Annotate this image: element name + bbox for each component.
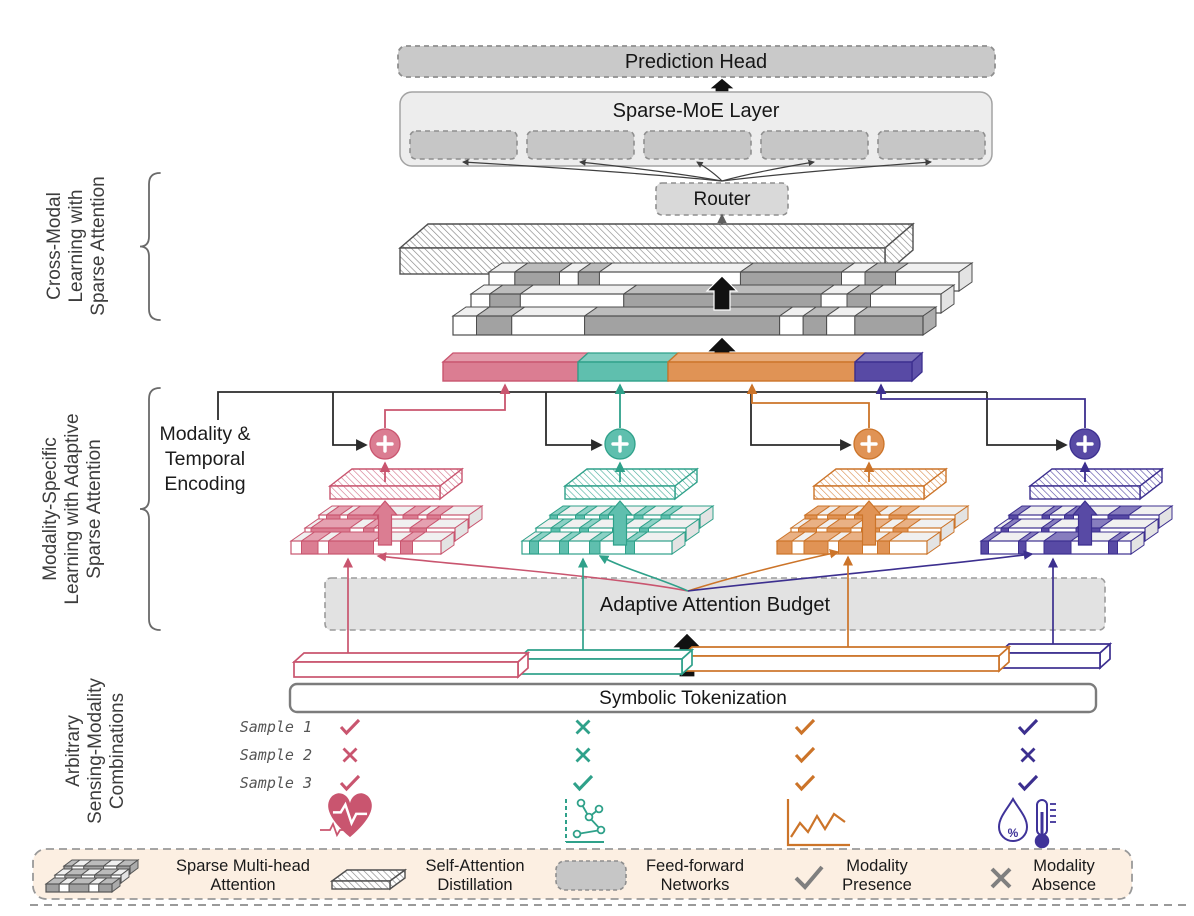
svg-text:Distillation: Distillation [437, 876, 512, 894]
absence-x-icon [1020, 747, 1036, 763]
line-chart-icon [786, 799, 850, 847]
presence-check-icon [1017, 718, 1039, 736]
svg-text:Sensing-Modality: Sensing-Modality [85, 678, 106, 824]
plus-icon [376, 435, 394, 453]
svg-text:Presence: Presence [842, 876, 912, 894]
sample-1-label: Sample 1 [240, 718, 312, 736]
svg-text:Learning with Adaptive: Learning with Adaptive [62, 413, 83, 604]
svg-text:Modality: Modality [846, 857, 908, 875]
legend-labels: Sparse Multi-head Attention Self-Attenti… [176, 857, 1096, 894]
cross-modal-stack [398, 222, 974, 383]
section-modality-specific: Modality-Specific Learning with Adaptive… [40, 413, 105, 604]
svg-text:Self-Attention: Self-Attention [425, 857, 524, 875]
expert-box [760, 130, 869, 160]
plus-icon [860, 435, 878, 453]
encoding-label-line1: Modality & [159, 423, 250, 445]
presence-check-icon [1017, 774, 1039, 792]
prediction-head-box [397, 45, 996, 78]
svg-text:Combinations: Combinations [107, 693, 128, 809]
svg-text:Sparse Attention: Sparse Attention [88, 176, 109, 315]
svg-text:Feed-forward: Feed-forward [646, 857, 744, 875]
presence-check-icon [572, 774, 594, 792]
diagram-labels: Prediction Head Sparse-MoE Layer Router … [40, 51, 1096, 894]
plus-icon [1076, 435, 1094, 453]
presence-check-icon [794, 746, 816, 764]
budget-box [324, 577, 1106, 631]
modality-column-humidity-temperature [979, 428, 1174, 555]
percent-glyph: % [1008, 826, 1019, 840]
svg-text:Modality: Modality [1033, 857, 1095, 875]
sample-presence-matrix [339, 718, 1039, 792]
sparse-moe-label: Sparse-MoE Layer [613, 100, 780, 122]
svg-text:Attention: Attention [210, 876, 275, 894]
ffn-legend-icon [555, 860, 627, 891]
diagram-geometry [30, 45, 1188, 906]
svg-text:Modality-Specific: Modality-Specific [40, 437, 61, 581]
attention-budget-label: Adaptive Attention Budget [600, 594, 831, 616]
legend-x-icon [990, 867, 1012, 889]
legend [30, 848, 1188, 906]
presence-check-icon [339, 718, 361, 736]
sample-2-label: Sample 2 [240, 746, 312, 764]
svg-text:Absence: Absence [1032, 876, 1096, 894]
presence-check-icon [339, 774, 361, 792]
legend-check-icon [794, 865, 824, 890]
presence-check-icon [794, 718, 816, 736]
svg-text:Sparse Attention: Sparse Attention [84, 439, 105, 578]
encoding-lines [217, 383, 1086, 451]
prediction-head-label: Prediction Head [625, 51, 767, 73]
presence-check-icon [794, 774, 816, 792]
modality-column-activity-graph [520, 428, 715, 555]
svg-text:Sparse Multi-head: Sparse Multi-head [176, 857, 310, 875]
router-label: Router [693, 189, 751, 210]
expert-box [526, 130, 635, 160]
graph-icon [565, 798, 606, 843]
symbolic-tokenization-label: Symbolic Tokenization [599, 688, 787, 709]
expert-box [877, 130, 986, 160]
encoding-label-line2: Temporal [165, 448, 245, 470]
modality-column-ecg-heart-rate [289, 428, 484, 555]
encoding-label-line3: Encoding [164, 473, 245, 495]
humidity-thermometer-icon [997, 796, 1056, 849]
section-braces [139, 172, 161, 631]
section-arbitrary-combinations: Arbitrary Sensing-Modality Combinations [63, 678, 128, 824]
svg-text:Learning with: Learning with [66, 189, 87, 302]
section-cross-modal: Cross-Modal Learning with Sparse Attenti… [44, 176, 109, 315]
absence-x-icon [342, 747, 358, 763]
token-bars [288, 642, 1113, 714]
heart-ecg-icon [328, 793, 372, 838]
modality-icons [320, 793, 1056, 849]
svg-text:Arbitrary: Arbitrary [63, 715, 84, 787]
absence-x-icon [575, 719, 591, 735]
ecg-trace [320, 821, 347, 838]
symbolic-tokenization-box [288, 682, 1098, 714]
absence-x-icon [575, 747, 591, 763]
sample-3-label: Sample 3 [240, 774, 312, 792]
expert-box [643, 130, 752, 160]
svg-text:Networks: Networks [661, 876, 730, 894]
svg-text:Cross-Modal: Cross-Modal [44, 192, 65, 300]
moe-stack [397, 45, 996, 224]
modality-column-time-series-chart [775, 428, 970, 555]
plus-icon [611, 435, 629, 453]
expert-box [409, 130, 518, 160]
